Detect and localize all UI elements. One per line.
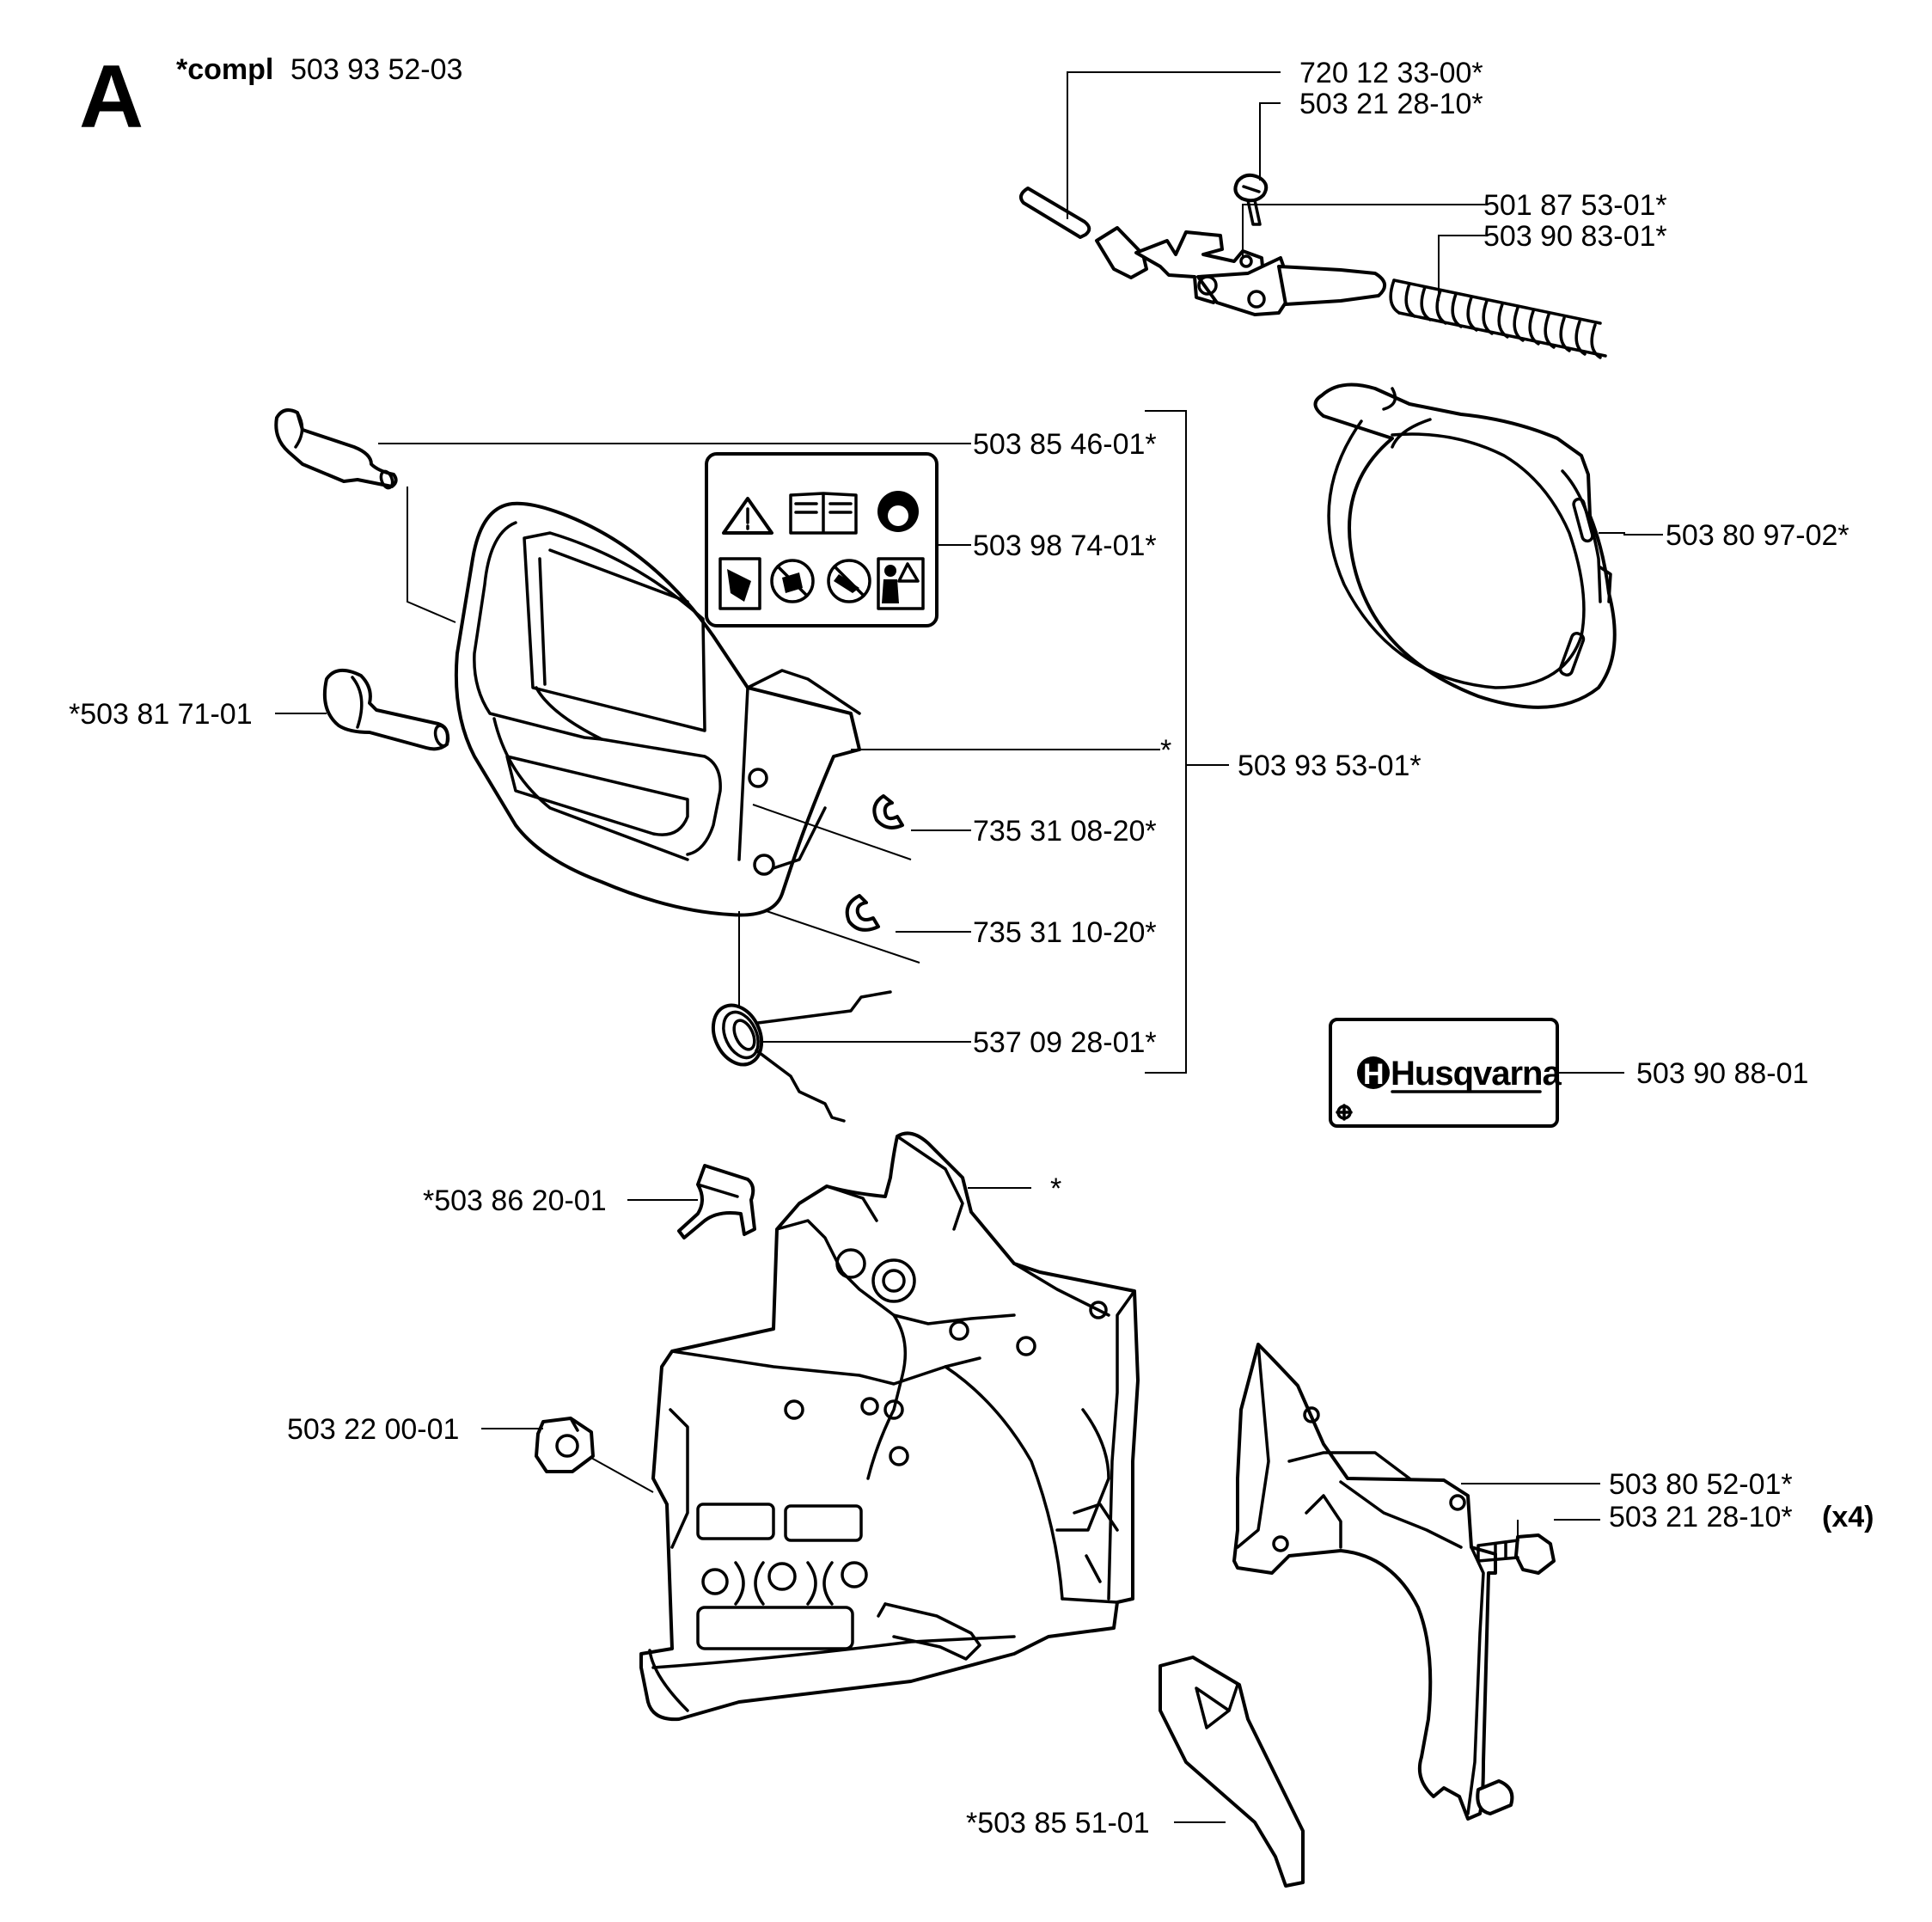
torsion-spring-part (711, 990, 892, 1123)
circlip-small-part (872, 794, 904, 829)
label-shield: *503 85 51-01 (966, 1807, 1150, 1839)
label-screw-top: 503 21 28-10* (1299, 88, 1483, 120)
label-handguard-star: * (1160, 734, 1171, 767)
label-circlip-large: 735 31 10-20* (973, 916, 1157, 949)
leader-lines (275, 71, 1663, 1823)
husqvarna-logo-icon: H (1357, 1056, 1390, 1091)
bar-bolt-part (322, 669, 450, 751)
warning-triangle-icon (722, 497, 773, 535)
svg-text:H: H (1363, 1058, 1385, 1091)
brake-band-part (1313, 383, 1617, 709)
label-spring: 503 90 83-01* (1483, 220, 1667, 253)
top-screw-part (1233, 173, 1269, 226)
brand-name: Husqvarna (1391, 1055, 1562, 1093)
label-bolt: 503 85 46-01* (973, 428, 1157, 461)
label-circlip-small: 735 31 08-20* (973, 815, 1157, 848)
label-bar-bolt: *503 81 71-01 (69, 698, 253, 731)
label-cover-star: * (1050, 1172, 1061, 1205)
shield-part (1159, 1656, 1305, 1888)
compression-spring-part (1389, 279, 1607, 359)
label-handguard-kit: 503 93 53-01* (1238, 750, 1421, 782)
section-letter: A (79, 47, 144, 147)
clutch-cover-part (639, 1131, 1140, 1722)
guard-plate-part (1232, 1343, 1514, 1821)
bottom-screw-part (1477, 1533, 1556, 1575)
bushing-part (677, 1164, 756, 1240)
crosshair-icon (1336, 1104, 1353, 1121)
label-bushing: *503 86 20-01 (423, 1184, 607, 1217)
chain-brake-lever-part (1095, 226, 1386, 316)
label-chain-brake-lever: 501 87 53-01* (1483, 189, 1667, 222)
no-one-hand-icon (770, 559, 815, 603)
label-pin: 720 12 33-00* (1299, 57, 1483, 89)
no-tip-contact-icon (827, 559, 871, 603)
compl-prefix: *compl (176, 53, 273, 86)
label-brand-decal: 503 90 88-01 (1636, 1057, 1808, 1090)
helmet-icon (877, 491, 919, 532)
nut-part (535, 1417, 595, 1473)
label-warning-decal: 503 98 74-01* (973, 529, 1157, 562)
kickback-icon (718, 557, 761, 610)
label-torsion-spring: 537 09 28-01* (973, 1026, 1157, 1059)
warning-decal (705, 452, 938, 627)
label-screw-bottom-qty: (x4) (1822, 1501, 1874, 1533)
label-brake-band: 503 80 97-02* (1666, 519, 1849, 552)
label-nut: 503 22 00-01 (287, 1413, 459, 1446)
label-guard-plate: 503 80 52-01* (1609, 1468, 1793, 1501)
manual-book-icon (789, 492, 858, 535)
brand-decal: H Husqvarna (1329, 1018, 1562, 1128)
pin-part (1018, 187, 1091, 239)
compl-number: 503 93 52-03 (290, 53, 462, 86)
label-screw-bottom: 503 21 28-10* (1609, 1501, 1793, 1533)
circlip-large-part (845, 894, 880, 932)
hand-guard-part (454, 501, 861, 917)
protective-gear-icon (877, 557, 925, 610)
bolt-part (274, 408, 398, 490)
